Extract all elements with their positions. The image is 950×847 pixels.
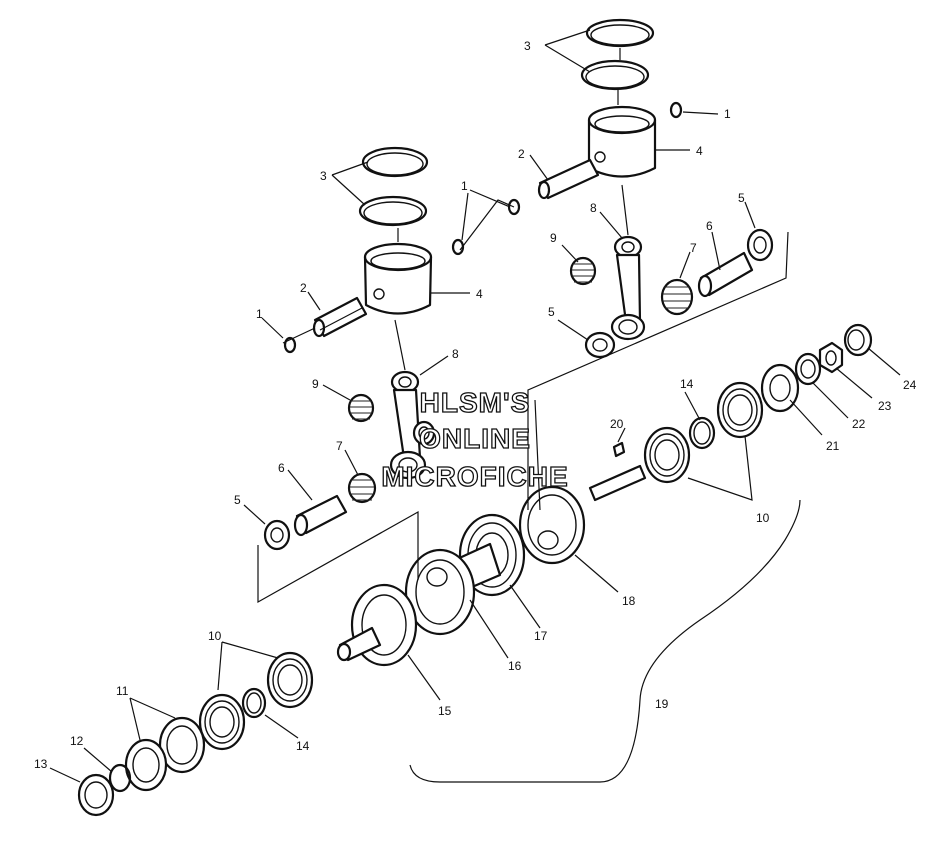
label-12: 12 (70, 734, 84, 748)
label-3: 3 (320, 169, 327, 183)
piston-ring-top-right-upper (585, 18, 655, 48)
circlip-left-top (451, 238, 465, 256)
piston-ring-top-left-lower (358, 195, 428, 227)
label-2: 2 (518, 147, 525, 161)
spacer-11-upper (158, 716, 206, 774)
label-16: 16 (508, 659, 522, 673)
label-6: 6 (706, 219, 713, 233)
label-5: 5 (738, 191, 745, 205)
thrust-washer-left-small (412, 420, 436, 446)
label-10: 10 (208, 629, 222, 643)
main-bearing-right-inner (643, 426, 691, 484)
thrust-washer-right-bottom (584, 331, 616, 359)
label-14: 14 (296, 739, 310, 753)
label-23: 23 (878, 399, 892, 413)
main-bearing-left-inner (266, 651, 314, 709)
brace-19 (409, 499, 801, 783)
washer-21 (760, 363, 800, 413)
label-1: 1 (461, 179, 468, 193)
label-15: 15 (438, 704, 452, 718)
nut-23 (818, 341, 844, 374)
label-13: 13 (34, 757, 48, 771)
leader-lines (49, 29, 901, 783)
circlip-left-bottom (283, 336, 297, 354)
piston-left (363, 242, 433, 315)
label-20: 20 (610, 417, 624, 431)
label-9: 9 (550, 231, 557, 245)
watermark-line-2: ONLINE (419, 423, 531, 454)
piston-right (587, 105, 657, 178)
main-bearing-right-outer (716, 381, 764, 439)
bracket-lines (257, 231, 789, 604)
connecting-rod-right (610, 235, 646, 341)
washer-22 (794, 352, 822, 386)
o-ring-12 (108, 763, 132, 793)
label-10: 10 (756, 511, 770, 525)
watermark-line-1: HLSM'S (420, 387, 531, 418)
label-21: 21 (826, 439, 840, 453)
label-18: 18 (622, 594, 636, 608)
label-4: 4 (696, 144, 703, 158)
label-1: 1 (256, 307, 263, 321)
oil-seal-14-left (241, 687, 267, 719)
wrist-pin-left (312, 296, 368, 338)
watermark: HLSM'S ONLINE MICROFICHE (381, 386, 569, 492)
wrist-pin-right (537, 158, 600, 200)
label-14: 14 (680, 377, 694, 391)
circlip-right-top (669, 101, 683, 119)
oil-seal-14-right (688, 416, 716, 450)
label-22: 22 (852, 417, 866, 431)
label-24: 24 (903, 378, 917, 392)
crank-half-18 (518, 464, 647, 565)
label-7: 7 (336, 439, 343, 453)
spacer-11-lower (124, 738, 168, 792)
label-4: 4 (476, 287, 483, 301)
cap-24 (843, 323, 873, 357)
collar-13 (77, 773, 115, 817)
pin-right (697, 251, 754, 298)
needle-bearing-left-large (347, 472, 377, 504)
label-9: 9 (312, 377, 319, 391)
connecting-rod-left (389, 370, 427, 480)
crank-web-15 (336, 583, 418, 667)
label-17: 17 (534, 629, 548, 643)
label-2: 2 (300, 281, 307, 295)
main-bearing-left-outer (198, 693, 246, 751)
label-8: 8 (452, 347, 459, 361)
label-11: 11 (116, 684, 129, 698)
piston-ring-top-right-lower (580, 59, 650, 91)
label-7: 7 (690, 241, 697, 255)
pin-left (293, 494, 348, 537)
label-6: 6 (278, 461, 285, 475)
label-5: 5 (548, 305, 555, 319)
crankpin-16 (404, 542, 502, 636)
needle-bearing-left-small (347, 393, 375, 423)
centerlines (282, 48, 629, 511)
piston-ring-top-left-upper (361, 146, 429, 178)
key-20 (612, 441, 626, 458)
label-8: 8 (590, 201, 597, 215)
label-1: 1 (724, 107, 731, 121)
needle-bearing-right-large (660, 278, 694, 316)
part-labels: 3 1 4 2 1 5 8 6 9 7 5 3 4 2 1 8 9 7 6 5 … (34, 39, 917, 771)
thrust-washer-right-top (746, 228, 774, 262)
needle-bearing-right-small (569, 256, 597, 286)
thrust-washer-left (263, 519, 291, 551)
label-3: 3 (524, 39, 531, 53)
label-5: 5 (234, 493, 241, 507)
watermark-line-3: MICROFICHE (381, 461, 568, 492)
label-19: 19 (655, 697, 669, 711)
